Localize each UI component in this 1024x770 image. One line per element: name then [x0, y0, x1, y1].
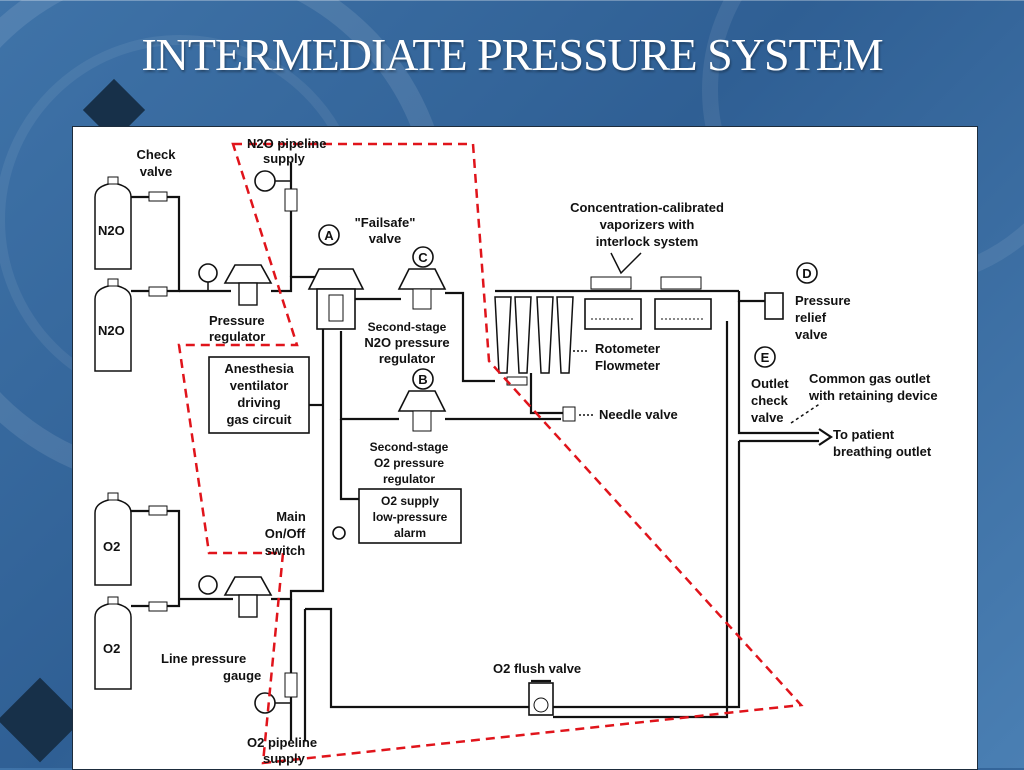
diagram-frame: N2O N2O O2 O2	[72, 126, 978, 770]
rotometer-flowmeter	[494, 289, 739, 422]
o2-alarm-box	[358, 488, 462, 544]
svg-text:driving: driving	[237, 395, 280, 410]
anesthesia-machine-diagram: N2O N2O O2 O2	[94, 136, 938, 766]
needle-valve-label: Needle valve	[579, 407, 678, 422]
svg-text:N2O pressure: N2O pressure	[364, 335, 449, 350]
n2o-cylinder-1	[94, 176, 132, 270]
svg-text:with retaining device: with retaining device	[808, 388, 938, 403]
marker-e: E	[754, 346, 776, 368]
svg-text:valve: valve	[751, 410, 784, 425]
svg-text:N2O pipeline: N2O pipeline	[247, 136, 326, 151]
o2-flush-valve	[528, 679, 554, 716]
intermediate-pressure-boundary	[177, 142, 804, 765]
o2-cylinder-1-label: O2	[103, 539, 120, 554]
svg-text:Line pressure: Line pressure	[161, 651, 246, 666]
svg-text:Common gas outlet: Common gas outlet	[809, 371, 931, 386]
to-patient-label: To patient breathing outlet	[833, 427, 932, 459]
svg-text:Anesthesia: Anesthesia	[224, 361, 294, 376]
o2-cylinder-1	[94, 492, 132, 586]
svg-text:O2 pipeline: O2 pipeline	[247, 735, 317, 750]
vaporizers-label: Concentration-calibrated vaporizers with…	[570, 200, 724, 249]
main-switch-label: Main On/Off switch	[265, 509, 306, 558]
second-stage-n2o-label: Second-stage N2O pressure regulator	[364, 320, 449, 366]
rotometer-label: Rotometer Flowmeter	[573, 341, 660, 373]
line-pressure-gauge-label: Line pressure gauge	[161, 651, 261, 683]
svg-text:"Failsafe": "Failsafe"	[355, 215, 416, 230]
o2-cylinder-2-label: O2	[103, 641, 120, 656]
svg-text:Second-stage: Second-stage	[370, 440, 449, 454]
n2o-cylinder-2-label: N2O	[98, 323, 125, 338]
svg-text:ventilator: ventilator	[230, 378, 289, 393]
svg-text:supply: supply	[263, 751, 306, 766]
svg-text:gas circuit: gas circuit	[226, 412, 292, 427]
pressure-relief-label: Pressure relief valve	[795, 293, 851, 342]
svg-text:O2 supply: O2 supply	[381, 494, 439, 508]
vaporizers	[584, 252, 712, 330]
svg-text:vaporizers with: vaporizers with	[600, 217, 695, 232]
marker-c: C	[412, 246, 434, 268]
svg-text:Pressure: Pressure	[209, 313, 265, 328]
second-stage-o2-label: Second-stage O2 pressure regulator	[370, 440, 449, 486]
svg-text:regulator: regulator	[209, 329, 265, 344]
svg-text:On/Off: On/Off	[265, 526, 306, 541]
svg-text:Pressure: Pressure	[795, 293, 851, 308]
svg-text:gauge: gauge	[223, 668, 261, 683]
slide-title: INTERMEDIATE PRESSURE SYSTEM	[141, 29, 883, 80]
ventilator-label: Anesthesia ventilator driving gas circui…	[224, 361, 294, 427]
svg-text:supply: supply	[263, 151, 306, 166]
svg-text:breathing outlet: breathing outlet	[833, 444, 932, 459]
n2o-cylinder-2	[94, 278, 132, 372]
svg-text:valve: valve	[140, 164, 173, 179]
failsafe-valve-label: "Failsafe" valve	[355, 215, 416, 246]
svg-text:Check: Check	[136, 147, 176, 162]
svg-text:D: D	[802, 266, 811, 281]
svg-text:Flowmeter: Flowmeter	[595, 358, 660, 373]
svg-text:alarm: alarm	[394, 526, 426, 540]
svg-text:O2 pressure: O2 pressure	[374, 456, 444, 470]
n2o-pipeline-supply-label: N2O pipeline supply	[247, 136, 326, 166]
svg-text:relief: relief	[795, 310, 827, 325]
marker-a: A	[318, 224, 340, 246]
o2-alarm-label: O2 supply low-pressure alarm	[373, 494, 448, 540]
svg-text:Rotometer: Rotometer	[595, 341, 660, 356]
svg-text:Main: Main	[276, 509, 306, 524]
svg-text:Concentration-calibrated: Concentration-calibrated	[570, 200, 724, 215]
svg-text:check: check	[751, 393, 789, 408]
common-gas-outlet-label: Common gas outlet with retaining device	[808, 371, 938, 403]
marker-b: B	[412, 368, 434, 390]
outlet-piping	[553, 291, 833, 719]
svg-text:C: C	[418, 250, 428, 265]
svg-text:low-pressure: low-pressure	[373, 510, 448, 524]
pressure-regulator-label: Pressure regulator	[209, 313, 265, 344]
marker-d: D	[796, 262, 818, 284]
failsafe-valve	[307, 268, 401, 330]
n2o-cylinder-1-label: N2O	[98, 223, 125, 238]
o2-pipeline-supply-label: O2 pipeline supply	[247, 735, 317, 766]
svg-text:valve: valve	[369, 231, 402, 246]
n2o-piping	[131, 163, 321, 306]
svg-text:interlock system: interlock system	[596, 234, 699, 249]
second-stage-o2-regulator	[339, 331, 561, 501]
svg-text:Second-stage: Second-stage	[368, 320, 447, 334]
svg-text:valve: valve	[795, 327, 828, 342]
o2-cylinder-2	[94, 596, 132, 690]
svg-text:O2 flush valve: O2 flush valve	[493, 661, 581, 676]
svg-text:E: E	[761, 350, 770, 365]
svg-text:regulator: regulator	[383, 472, 435, 486]
svg-text:regulator: regulator	[379, 351, 435, 366]
svg-text:Needle valve: Needle valve	[599, 407, 678, 422]
o2-flush-label: O2 flush valve	[493, 661, 581, 676]
main-switch-symbol	[332, 526, 346, 540]
outlet-check-label: Outlet check valve	[751, 376, 789, 425]
svg-text:Outlet: Outlet	[751, 376, 789, 391]
second-stage-n2o-regulator	[397, 268, 495, 383]
ventilator-box	[208, 356, 310, 434]
svg-text:B: B	[418, 372, 427, 387]
o2-piping	[131, 301, 529, 741]
check-valve-label: Check valve	[136, 147, 176, 179]
svg-text:To patient: To patient	[833, 427, 895, 442]
svg-text:A: A	[324, 228, 334, 243]
svg-text:switch: switch	[265, 543, 306, 558]
